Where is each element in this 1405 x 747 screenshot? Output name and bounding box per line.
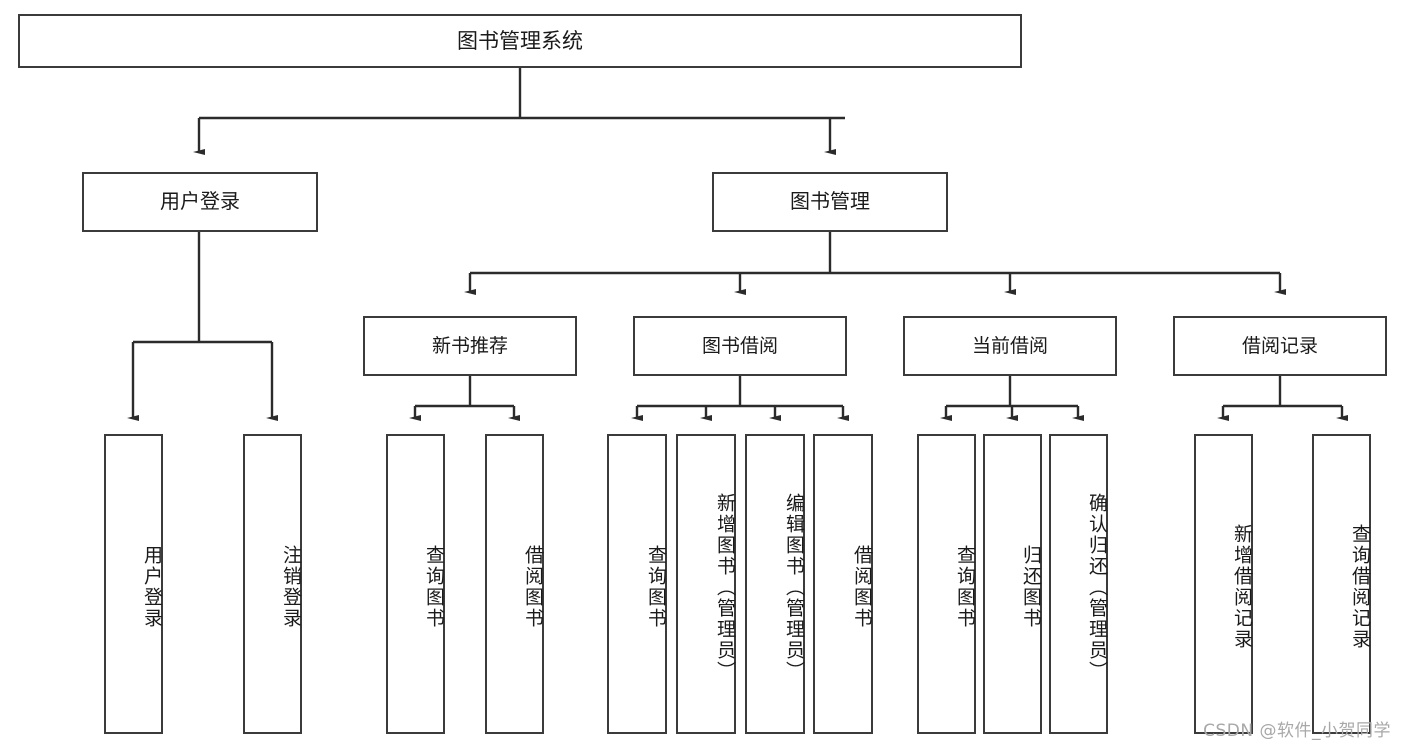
leaf-borrow-edit-book[interactable]: 编辑图书（管理员） xyxy=(745,434,805,734)
node-borrow-record[interactable]: 借阅记录 xyxy=(1173,316,1387,376)
leaf-recommend-borrow-book[interactable]: 借阅图书 xyxy=(485,434,544,734)
leaf-borrow-borrow-book[interactable]: 借阅图书 xyxy=(813,434,873,734)
leaf-user-login-signout-label: 注销登录 xyxy=(280,545,302,629)
leaf-current-query-book-label: 查询图书 xyxy=(954,545,976,629)
leaf-user-login-signin[interactable]: 用户登录 xyxy=(104,434,163,734)
leaf-current-return-book[interactable]: 归还图书 xyxy=(983,434,1042,734)
leaf-current-confirm-return-label: 确认归还（管理员） xyxy=(1086,492,1108,682)
node-root-label: 图书管理系统 xyxy=(457,28,583,53)
leaf-borrow-borrow-book-label: 借阅图书 xyxy=(851,545,873,629)
leaf-user-login-signout[interactable]: 注销登录 xyxy=(243,434,302,734)
leaf-user-login-signin-label: 用户登录 xyxy=(141,545,163,629)
leaf-borrow-add-book-label: 新增图书（管理员） xyxy=(714,492,736,682)
leaf-current-confirm-return[interactable]: 确认归还（管理员） xyxy=(1049,434,1108,734)
node-user-login-label: 用户登录 xyxy=(160,189,240,214)
node-user-login[interactable]: 用户登录 xyxy=(82,172,318,232)
node-new-book-recommend-label: 新书推荐 xyxy=(431,334,508,357)
leaf-recommend-query-book[interactable]: 查询图书 xyxy=(386,434,445,734)
node-book-borrow-label: 图书借阅 xyxy=(701,334,778,357)
node-borrow-record-label: 借阅记录 xyxy=(1241,334,1318,357)
node-new-book-recommend[interactable]: 新书推荐 xyxy=(363,316,577,376)
node-book-management-label: 图书管理 xyxy=(790,189,870,214)
leaf-record-add-record[interactable]: 新增借阅记录 xyxy=(1194,434,1253,734)
leaf-record-query-record-label: 查询借阅记录 xyxy=(1349,524,1371,650)
leaf-recommend-query-book-label: 查询图书 xyxy=(423,545,445,629)
node-book-management[interactable]: 图书管理 xyxy=(712,172,948,232)
node-current-borrow-label: 当前借阅 xyxy=(971,334,1048,357)
leaf-recommend-borrow-book-label: 借阅图书 xyxy=(522,545,544,629)
node-book-borrow[interactable]: 图书借阅 xyxy=(633,316,847,376)
node-current-borrow[interactable]: 当前借阅 xyxy=(903,316,1117,376)
node-root[interactable]: 图书管理系统 xyxy=(18,14,1022,68)
leaf-record-add-record-label: 新增借阅记录 xyxy=(1231,524,1253,650)
leaf-record-query-record[interactable]: 查询借阅记录 xyxy=(1312,434,1371,734)
leaf-borrow-query-book-label: 查询图书 xyxy=(645,545,667,629)
leaf-current-return-book-label: 归还图书 xyxy=(1020,545,1042,629)
leaf-current-query-book[interactable]: 查询图书 xyxy=(917,434,976,734)
leaf-borrow-add-book[interactable]: 新增图书（管理员） xyxy=(676,434,736,734)
leaf-borrow-edit-book-label: 编辑图书（管理员） xyxy=(783,492,805,682)
leaf-borrow-query-book[interactable]: 查询图书 xyxy=(607,434,667,734)
